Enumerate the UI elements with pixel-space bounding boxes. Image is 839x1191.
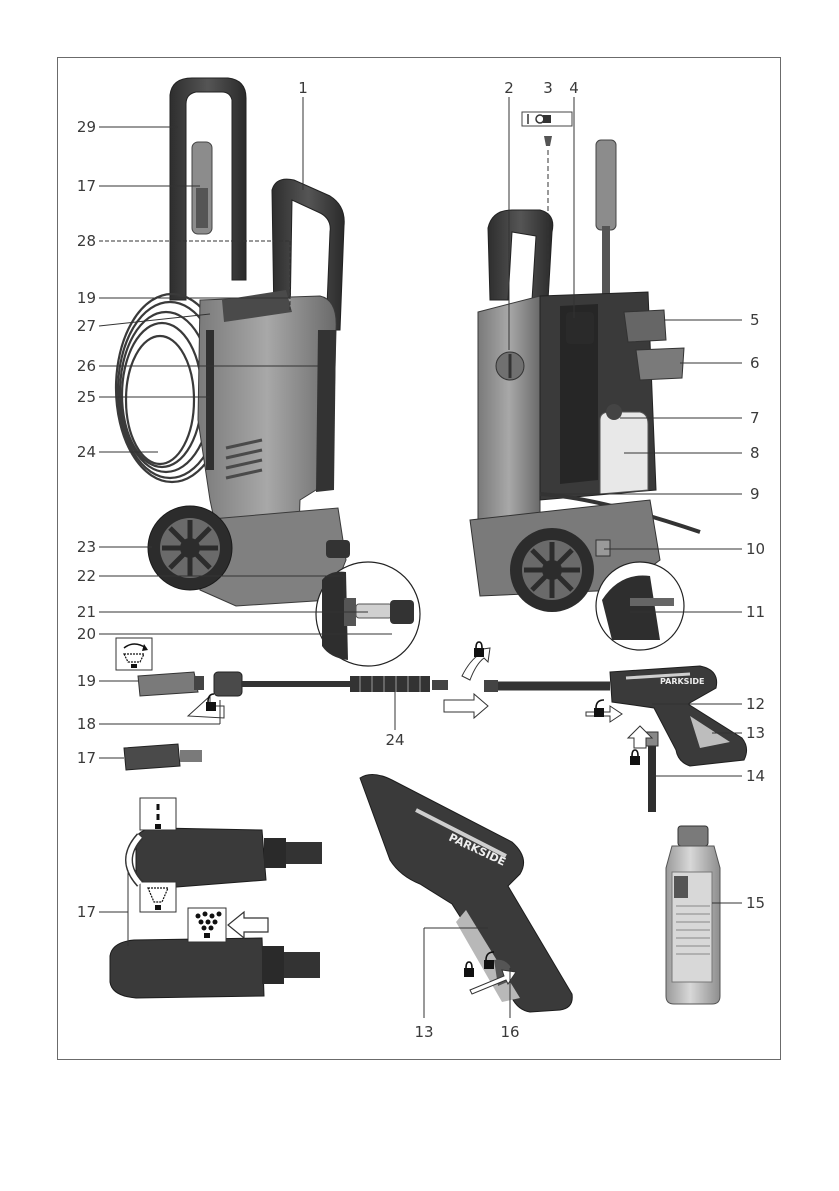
callout-10: 10 — [746, 541, 765, 557]
callout-20: 20 — [66, 626, 96, 642]
callout-29: 29 — [66, 119, 96, 135]
callout-13-right: 13 — [746, 725, 765, 741]
callout-14: 14 — [746, 768, 765, 784]
callout-17-bottom: 17 — [66, 904, 96, 920]
callout-17-mid: 17 — [66, 750, 96, 766]
lock-icon — [462, 642, 490, 680]
detergent-bottle — [666, 826, 720, 1004]
gun-brand-label: PARKSIDE — [660, 677, 705, 686]
callout-13-bottom: 13 — [409, 1024, 439, 1040]
callout-12: 12 — [746, 696, 765, 712]
callout-24-bottom: 24 — [380, 732, 410, 748]
nozzle-17-small — [124, 744, 202, 770]
callout-6: 6 — [750, 355, 760, 371]
callout-16: 16 — [495, 1024, 525, 1040]
callout-2: 2 — [494, 80, 524, 96]
lance-assembly: PARKSIDE — [138, 666, 747, 812]
spray-fan-icon — [140, 882, 176, 912]
callout-17-top: 17 — [66, 178, 96, 194]
callout-24-top: 24 — [66, 444, 96, 460]
callout-27: 27 — [66, 318, 96, 334]
spray-gun-detail: PARKSIDE — [360, 774, 572, 1012]
rotate-nozzle-icon — [116, 638, 152, 670]
callout-22: 22 — [66, 568, 96, 584]
callout-19-bottom: 19 — [66, 673, 96, 689]
inlet-detail-view — [316, 562, 420, 666]
callout-4: 4 — [559, 80, 589, 96]
callout-15: 15 — [746, 895, 765, 911]
washer-front-view — [116, 78, 350, 606]
unlock-icon — [188, 694, 224, 718]
spray-jet-icon — [140, 798, 176, 830]
nozzle-17-large-bottom — [110, 938, 320, 998]
callout-1: 1 — [288, 80, 318, 96]
nozzle-17-large-top — [136, 828, 322, 888]
push-arrow-icon — [444, 694, 488, 718]
washer-rear-view — [470, 140, 700, 612]
callout-9: 9 — [750, 486, 760, 502]
rear-detail-view — [596, 562, 684, 650]
callout-28: 28 — [66, 233, 96, 249]
callout-7: 7 — [750, 410, 760, 426]
foam-icon — [188, 908, 226, 942]
callout-8: 8 — [750, 445, 760, 461]
unlock-icon — [586, 700, 622, 722]
callout-19-top: 19 — [66, 290, 96, 306]
callout-23: 23 — [66, 539, 96, 555]
push-arrow-icon — [228, 912, 268, 938]
callout-18: 18 — [66, 716, 96, 732]
callout-25: 25 — [66, 389, 96, 405]
callout-5: 5 — [750, 312, 760, 328]
callout-21: 21 — [66, 604, 96, 620]
callout-26: 26 — [66, 358, 96, 374]
callout-11: 11 — [746, 604, 765, 620]
